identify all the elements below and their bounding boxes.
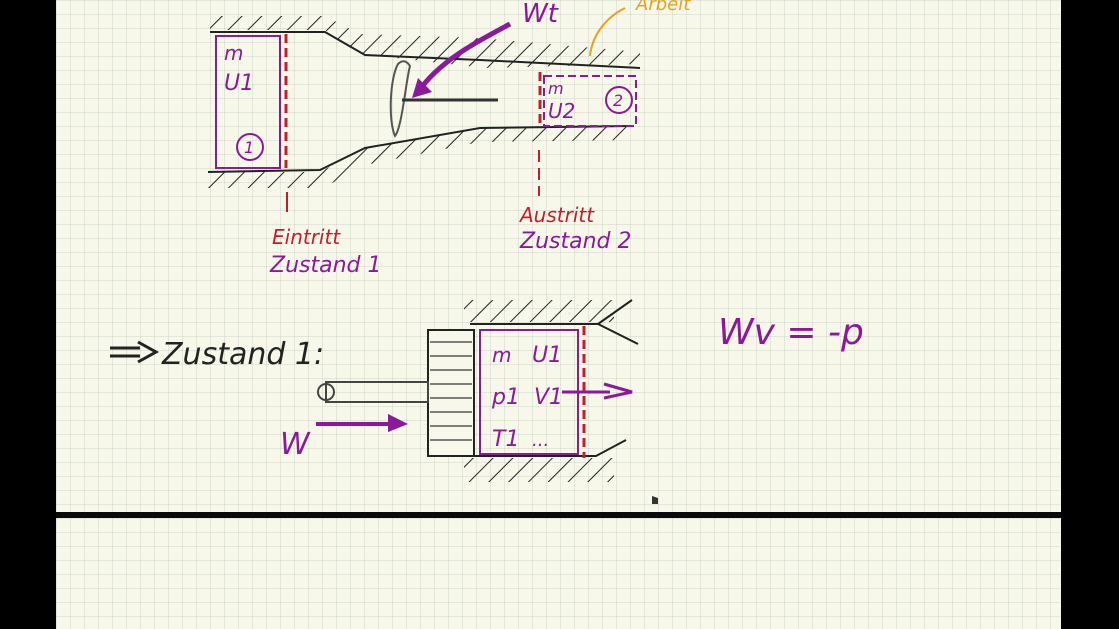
page-divider xyxy=(56,512,1061,518)
piston-m: m xyxy=(492,343,511,367)
piston-stripes xyxy=(430,341,472,441)
orange-leader-line xyxy=(589,7,626,57)
piston-rod-end xyxy=(317,383,335,401)
piston-t: T1 xyxy=(492,427,519,452)
outlet-state-number: 2 xyxy=(613,91,623,110)
inlet-state-number: 1 xyxy=(244,138,254,157)
cylinder-bottom-wall xyxy=(464,439,627,457)
expansion-arrowhead xyxy=(603,382,633,400)
implication-arrowhead xyxy=(137,340,160,364)
wt-arrow xyxy=(415,21,512,94)
channel-diagram: Wt Arbeit m U1 1 m U2 2 Eintritt Zustand… xyxy=(207,0,691,278)
cylinder-bottom-hatch xyxy=(464,458,614,482)
upper-wall-hatch xyxy=(210,16,640,68)
eintritt-label: Eintritt xyxy=(272,225,341,249)
outlet-control-volume xyxy=(543,75,637,127)
outlet-state-marker xyxy=(605,86,633,114)
inlet-u: U1 xyxy=(224,71,254,96)
wt-label: Wt xyxy=(522,0,559,29)
piston-p: p1 xyxy=(491,385,520,410)
inlet-control-volume xyxy=(215,35,281,169)
inlet-m: m xyxy=(224,41,243,65)
outlet-u: U2 xyxy=(548,99,575,123)
inlet-state-marker xyxy=(236,133,264,161)
turbine-blade-icon xyxy=(389,60,412,138)
wt-arrowhead xyxy=(412,78,432,98)
piston-v: V1 xyxy=(534,385,563,410)
cylinder-top-wall xyxy=(470,323,639,345)
hand-cursor-icon xyxy=(652,496,658,504)
cylinder-top-hatch xyxy=(464,300,614,322)
w-piston-label: W xyxy=(280,427,311,462)
lower-wall xyxy=(207,125,633,173)
piston-block xyxy=(427,329,475,457)
outlet-m: m xyxy=(548,79,564,98)
orange-note: Arbeit xyxy=(635,0,691,15)
zustand-heading: Zustand 1: xyxy=(161,337,324,372)
w-arrowhead xyxy=(388,414,408,432)
austritt-label: Austritt xyxy=(518,203,595,227)
piston-dots: ... xyxy=(532,430,549,451)
piston-rod xyxy=(325,381,429,403)
piston-u: U1 xyxy=(532,343,562,368)
zustand1-label: Zustand 1 xyxy=(269,253,381,278)
piston-diagram: Zustand 1: m U1 p1 V1 T1 ... xyxy=(110,299,864,482)
upper-wall xyxy=(210,31,641,69)
lower-wall-hatch xyxy=(208,126,632,188)
cylinder-top-flare xyxy=(597,299,633,325)
zustand2-label: Zustand 2 xyxy=(519,229,631,254)
wv-formula: Wv = -p xyxy=(718,312,864,353)
